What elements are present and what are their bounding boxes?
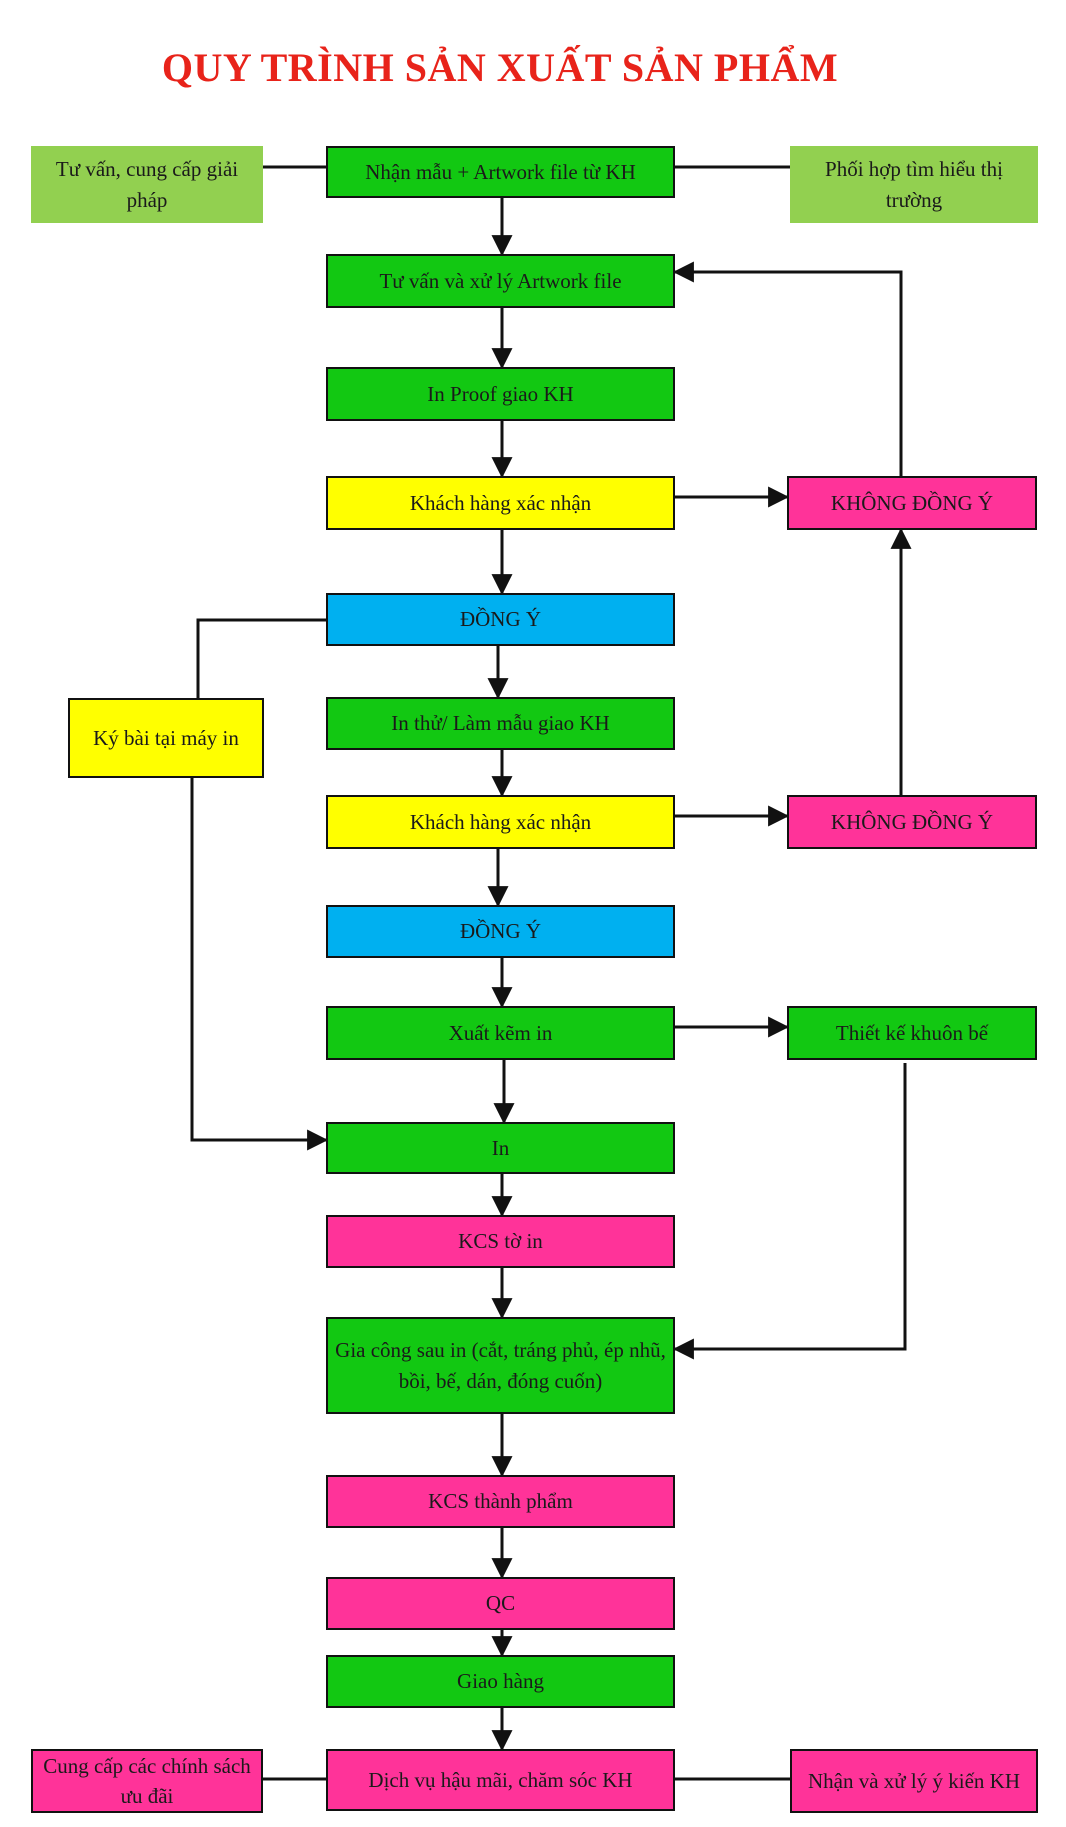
agree-box-1: ĐỒNG Ý <box>326 593 675 646</box>
advise-solution-box: Tư vấn, cung cấp giải pháp <box>31 146 263 223</box>
disagree-label-1: KHÔNG ĐỒNG Ý <box>830 490 994 515</box>
arrow-diedesign-finishing <box>672 1063 907 1360</box>
finishing-label: Gia công sau in (cắt, tráng phủ, ép nhũ,… <box>335 1338 666 1393</box>
incentives-label: Cung cấp các chính sách ưu đãi <box>43 1753 251 1808</box>
agree-label-1: ĐỒNG Ý <box>459 607 542 632</box>
customer-confirm-label-2: Khách hàng xác nhận <box>409 809 592 834</box>
sample-print-box: In thử/ Làm mẫu giao KH <box>326 697 675 750</box>
finishing-box: Gia công sau in (cắt, tráng phủ, ép nhũ,… <box>326 1317 675 1414</box>
link-agree1-sign <box>196 618 326 698</box>
incentives-box: Cung cấp các chính sách ưu đãi <box>31 1749 263 1813</box>
arrow-sign-print <box>190 778 329 1151</box>
proof-label: In Proof giao KH <box>427 381 574 406</box>
advise-solution-label: Tư vấn, cung cấp giải pháp <box>55 157 239 212</box>
delivery-label: Giao hàng <box>457 1669 544 1694</box>
delivery-box: Giao hàng <box>326 1655 675 1708</box>
kcs-sheet-label: KCS tờ in <box>458 1229 543 1254</box>
receive-sample-label: Nhận mẫu + Artwork file từ KH <box>365 159 636 184</box>
agree-box-2: ĐỒNG Ý <box>326 905 675 958</box>
disagree-box-1: KHÔNG ĐỒNG Ý <box>787 476 1037 530</box>
customer-confirm-box-1: Khách hàng xác nhận <box>326 476 675 530</box>
print-label: In <box>491 1135 510 1160</box>
market-research-label: Phối hợp tìm hiểu thị trường <box>825 157 1003 212</box>
receive-sample-box: Nhận mẫu + Artwork file từ KH <box>326 146 675 198</box>
feedback-label: Nhận và xử lý ý kiến KH <box>807 1768 1020 1793</box>
market-research-box: Phối hợp tìm hiểu thị trường <box>790 146 1038 223</box>
qc-label: QC <box>485 1591 516 1616</box>
after-sales-label: Dịch vụ hậu mãi, chăm sóc KH <box>368 1767 633 1792</box>
feedback-box: Nhận và xử lý ý kiến KH <box>790 1749 1038 1813</box>
proof-box: In Proof giao KH <box>326 367 675 421</box>
kcs-sheet-box: KCS tờ in <box>326 1215 675 1268</box>
page-title: QUY TRÌNH SẢN XUẤT SẢN PHẨM <box>161 45 839 90</box>
qc-box: QC <box>326 1577 675 1630</box>
kcs-product-label: KCS thành phẩm <box>428 1489 573 1514</box>
after-sales-box: Dịch vụ hậu mãi, chăm sóc KH <box>326 1749 675 1811</box>
disagree-label-2: KHÔNG ĐỒNG Ý <box>830 809 994 834</box>
sample-print-label: In thử/ Làm mẫu giao KH <box>391 711 610 736</box>
print-box: In <box>326 1122 675 1174</box>
artwork-box: Tư vấn và xử lý Artwork file <box>326 254 675 308</box>
customer-confirm-label-1: Khách hàng xác nhận <box>409 490 592 515</box>
artwork-label: Tư vấn và xử lý Artwork file <box>379 268 622 293</box>
die-design-box: Thiết kế khuôn bế <box>787 1006 1037 1060</box>
disagree-box-2: KHÔNG ĐỒNG Ý <box>787 795 1037 849</box>
agree-label-2: ĐỒNG Ý <box>459 919 542 944</box>
kcs-product-box: KCS thành phẩm <box>326 1475 675 1528</box>
arrow-disagree1-artwork <box>672 261 903 476</box>
die-design-label: Thiết kế khuôn bế <box>835 1020 989 1045</box>
customer-confirm-box-2: Khách hàng xác nhận <box>326 795 675 849</box>
sign-at-press-box: Ký bài tại máy in <box>68 698 264 778</box>
plate-output-box: Xuất kẽm in <box>326 1006 675 1060</box>
sign-at-press-label: Ký bài tại máy in <box>93 725 239 750</box>
plate-output-label: Xuất kẽm in <box>448 1020 553 1045</box>
